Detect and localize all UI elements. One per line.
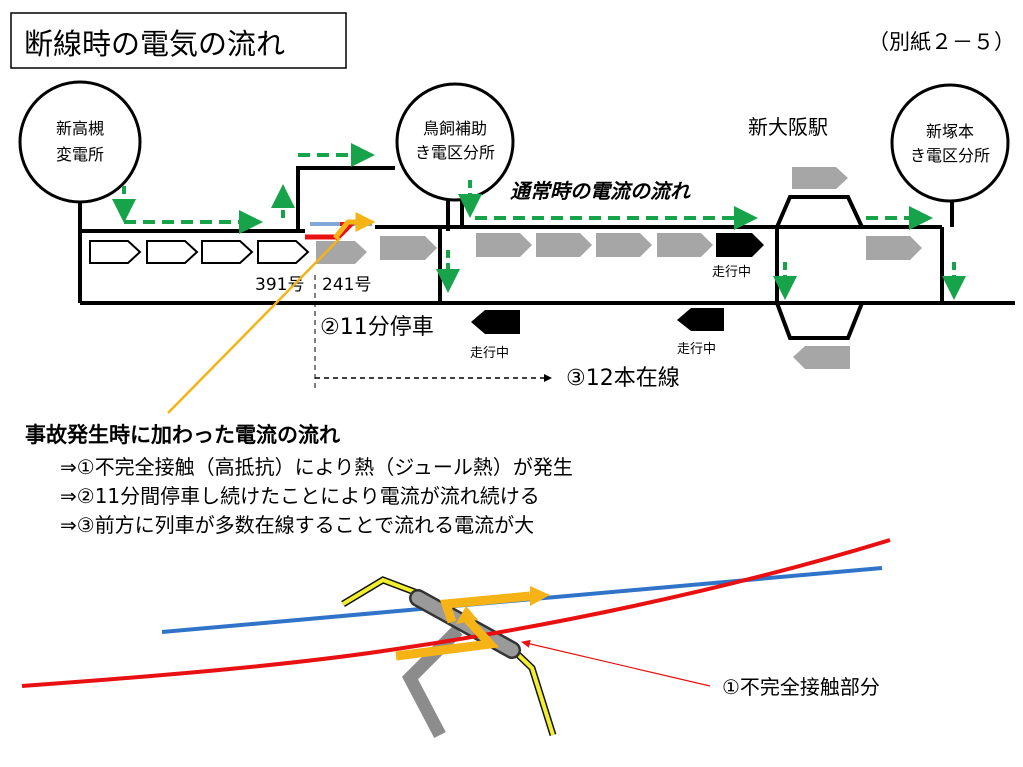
car-1 [89,240,142,264]
page-title: 断線時の電気の流れ [24,27,285,61]
train-391 [89,240,310,264]
attachment-label: （別紙２－５） [868,30,1015,54]
red-wire [21,538,891,688]
station-shin-takatsuki-line2: 変電所 [56,145,104,164]
title-box [10,12,347,69]
contact-part-label: ①不完全接触部分 [722,675,880,699]
running-label-2: 走行中 [470,346,509,361]
accident-line-2: ⇒②11分間停車し続けたことにより電流が流れ続ける [60,484,540,508]
station-torikai-line2: き電区分所 [415,143,495,162]
train-241 [316,241,367,264]
station-shin-osaka: 新大阪駅 [748,115,828,139]
station-torikai: 鳥飼補助 き電区分所 [395,82,515,202]
train-391-label: 391号 [255,275,304,295]
stopped-label: ②11分停車 [320,315,434,340]
station-shin-takatsuki: 新高槻 変電所 [18,80,142,204]
car-4 [257,240,310,264]
accident-callout-line [167,237,341,414]
car-3 [201,240,254,264]
wiring [78,166,1015,340]
gray-train [657,233,713,257]
accident-heading: 事故発生時に加わった電流の流れ [25,423,340,447]
gray-train [792,167,848,189]
normal-flow-label: 通常時の電流の流れ [510,179,691,203]
running-label-3: 走行中 [677,342,716,357]
accident-line-1: ⇒①不完全接触（高抵抗）により熱（ジュール熱）が発生 [60,455,573,479]
contact-pointer [521,639,711,687]
running-train-right [716,233,764,257]
accident-line-3: ⇒③前方に列車が多数在線することで流れる電流が大 [60,513,534,537]
station-torikai-line1: 鳥飼補助 [423,119,487,138]
train-241-label: 241号 [322,275,371,295]
gray-train [866,236,922,260]
gray-train-left [793,346,850,369]
break-point [305,212,376,242]
station-shin-tsukamoto-line1: 新塚本 [926,122,974,141]
current-arrow-bottom [395,616,500,661]
station-shin-tsukamoto-line2: き電区分所 [910,146,990,165]
pantograph-illustration [21,538,891,739]
trains-on-line-label: ③12本在線 [566,366,680,391]
car-2 [146,240,199,264]
running-train-left-1 [471,310,520,334]
current-arrow-top [439,591,531,624]
station-shin-takatsuki-line1: 新高槻 [56,119,104,138]
normal-current-flow [112,143,966,300]
gray-train [476,233,532,257]
pantograph-horn [341,576,422,608]
running-label-1: 走行中 [712,265,751,280]
station-shin-tsukamoto: 新塚本 き電区分所 [890,83,1010,203]
gray-train [380,236,437,260]
gray-train [536,233,592,257]
running-train-left-2 [677,308,724,331]
gray-trains [316,167,922,369]
gray-train [596,233,652,257]
